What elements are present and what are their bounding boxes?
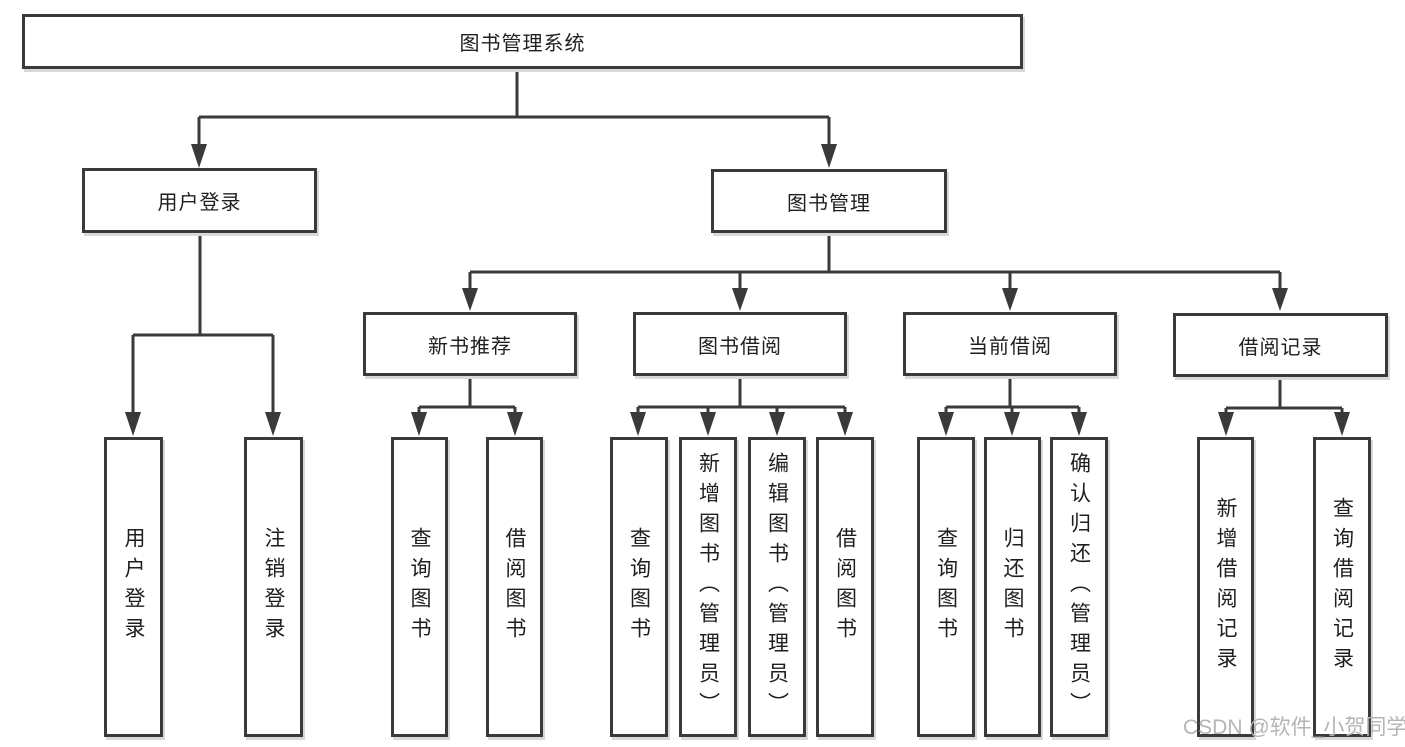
arrow-down-icon <box>732 288 748 311</box>
leaf-borrow-query-books: 查询图书 <box>610 437 668 737</box>
leaf-recommend-query-books: 查询图书 <box>391 437 448 737</box>
leaf-borrow-edit-books-admin: 编辑图书（管理员） <box>748 437 806 737</box>
arrow-down-icon <box>1272 288 1288 311</box>
arrow-down-icon <box>821 144 837 168</box>
arrow-down-icon <box>630 412 646 436</box>
connector-book-borrow <box>636 376 847 415</box>
connector-root <box>197 69 831 146</box>
connector-book-management <box>468 233 1282 289</box>
node-borrow-records: 借阅记录 <box>1173 313 1388 377</box>
node-book-management: 图书管理 <box>711 169 947 233</box>
connector-borrow-records <box>1224 377 1344 415</box>
arrow-down-icon <box>1002 288 1018 311</box>
arrow-down-icon <box>1071 412 1087 436</box>
leaf-records-add-record: 新增借阅记录 <box>1197 437 1254 737</box>
node-root-system: 图书管理系统 <box>22 14 1023 69</box>
connector-user-login <box>131 233 275 414</box>
leaf-records-query-record: 查询借阅记录 <box>1313 437 1371 737</box>
arrow-down-icon <box>1334 412 1350 436</box>
connector-current-borrow <box>944 376 1081 415</box>
arrow-down-icon <box>1218 412 1234 436</box>
leaf-logout: 注销登录 <box>244 437 303 737</box>
arrow-down-icon <box>837 412 853 436</box>
leaf-user-login: 用户登录 <box>104 437 163 737</box>
connector-new-book <box>417 376 517 415</box>
csdn-watermark: CSDN @软件_小贺同学 <box>1183 716 1405 739</box>
leaf-borrow-borrow-books: 借阅图书 <box>816 437 874 737</box>
arrow-down-icon <box>125 412 141 436</box>
arrow-down-icon <box>411 412 427 436</box>
leaf-current-confirm-return-admin: 确认归还（管理员） <box>1050 437 1108 737</box>
arrow-down-icon <box>265 412 281 436</box>
node-user-login: 用户登录 <box>82 168 317 233</box>
arrow-down-icon <box>507 412 523 436</box>
arrowheads <box>125 144 1350 436</box>
node-new-book-recommend: 新书推荐 <box>363 312 577 376</box>
node-book-borrow: 图书借阅 <box>633 312 847 376</box>
leaf-current-query-books: 查询图书 <box>917 437 975 737</box>
arrow-down-icon <box>769 412 785 436</box>
node-current-borrow: 当前借阅 <box>903 312 1117 376</box>
arrow-down-icon <box>938 412 954 436</box>
leaf-current-return-books: 归还图书 <box>984 437 1041 737</box>
leaf-borrow-add-books-admin: 新增图书（管理员） <box>679 437 737 737</box>
arrow-down-icon <box>700 412 716 436</box>
arrow-down-icon <box>191 144 207 168</box>
leaf-recommend-borrow-books: 借阅图书 <box>486 437 543 737</box>
arrow-down-icon <box>462 288 478 311</box>
arrow-down-icon <box>1004 412 1020 436</box>
